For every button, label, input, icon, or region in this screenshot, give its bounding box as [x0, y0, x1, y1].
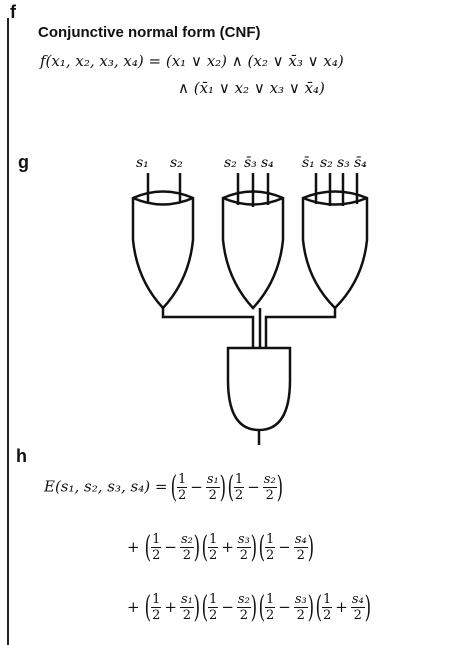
gate2-input-label-2: s̄₃	[244, 155, 257, 171]
cnf-heading: Conjunctive normal form (CNF)	[38, 24, 261, 41]
or-gate-3	[301, 190, 369, 310]
energy-lhs: E(s₁, s₂, s₃, s₄) =	[44, 477, 168, 496]
gate2-input-label-1: s₂	[224, 155, 237, 171]
cnf-formula-line-2: ∧ (x̄₁ ∨ x₂ ∨ x₃ ∨ x̄₄)	[178, 79, 325, 97]
or-gate-2	[221, 190, 285, 310]
gate2-input-label-3: s₄	[261, 155, 274, 171]
gate3-input-label-2: s₂	[320, 155, 333, 171]
gate1-input-label-1: s₁	[136, 155, 149, 171]
gate3-input-label-1: s̄₁	[302, 155, 315, 171]
panel-label-f: f	[10, 2, 16, 22]
panel-label-g: g	[18, 152, 29, 172]
gate3-input-label-3: s₃	[337, 155, 350, 171]
left-border-line	[7, 18, 9, 645]
logic-circuit-diagram: s₁ s₂ s₂ s̄₃ s₄ s̄₁ s₂ s₃ s̄₄	[131, 155, 369, 445]
or-gate-1	[131, 190, 195, 310]
panel-label-h: h	[16, 446, 27, 466]
gate3-input-label-4: s̄₄	[354, 155, 367, 171]
gate1-input-label-2: s₂	[170, 155, 183, 171]
cnf-formula-line-1: f(x₁, x₂, x₃, x₄) = (x₁ ∨ x₂) ∧ (x₂ ∨ x̄…	[40, 52, 344, 70]
and-gate	[226, 346, 292, 432]
